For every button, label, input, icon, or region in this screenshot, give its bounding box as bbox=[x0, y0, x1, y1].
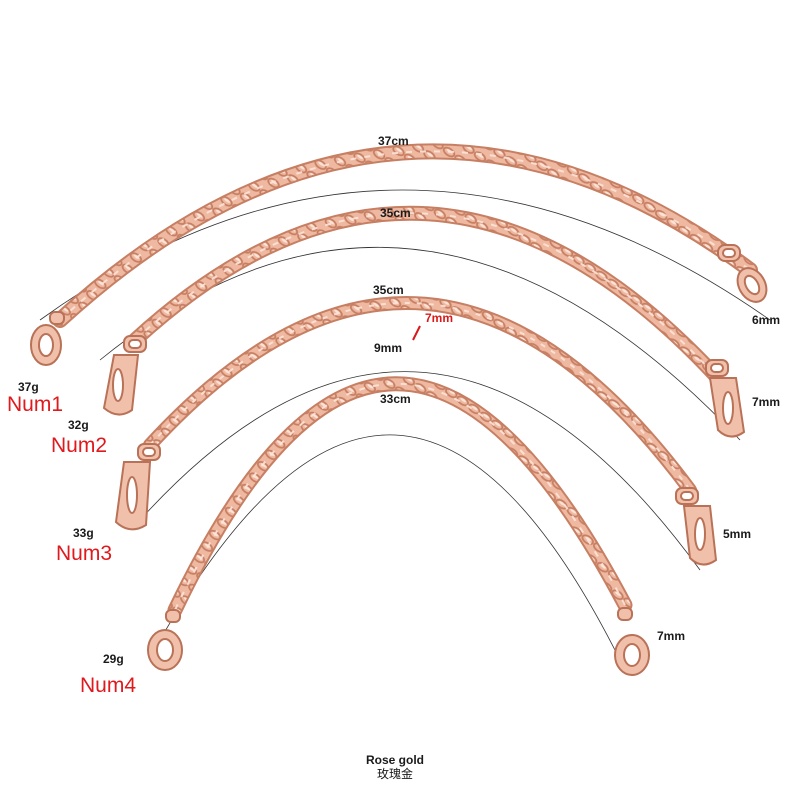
color-caption-cn: 玫瑰金 bbox=[376, 767, 413, 781]
color-caption: Rose gold 玫瑰金 bbox=[350, 753, 440, 781]
color-caption-en: Rose gold bbox=[365, 753, 424, 767]
lobster-clasp-icon bbox=[147, 609, 183, 671]
lobster-clasp-icon bbox=[717, 244, 768, 303]
top-length-label: 37cm bbox=[378, 134, 409, 148]
chain-2-name-label: Num2 bbox=[51, 434, 108, 457]
chain-3 bbox=[143, 295, 697, 497]
link-inner-width-label: 9mm bbox=[374, 341, 403, 355]
chain-1-weight-label: 37g bbox=[18, 380, 39, 394]
swivel-clasp-icon bbox=[675, 487, 718, 566]
lobster-clasp-icon bbox=[614, 607, 650, 676]
chain-2-width-label: 7mm bbox=[752, 395, 781, 409]
lobster-clasp-icon bbox=[30, 311, 65, 366]
link-width-marker bbox=[412, 325, 421, 341]
swivel-clasp-icon bbox=[102, 335, 147, 416]
chain-4-weight-label: 29g bbox=[103, 652, 124, 666]
link-outer-width-label: 7mm bbox=[425, 311, 454, 325]
chain-2 bbox=[127, 205, 723, 383]
chain-2-length-label: 35cm bbox=[373, 283, 404, 297]
chain-1-name-label: Num1 bbox=[7, 393, 64, 416]
swivel-clasp-icon bbox=[705, 359, 746, 438]
chain-1-length-label: 35cm bbox=[380, 206, 411, 220]
measurement-lines bbox=[39, 189, 771, 661]
chain-1-width-label: 6mm bbox=[752, 313, 781, 327]
swivel-clasp-icon bbox=[114, 443, 161, 531]
chain-3-weight-label: 33g bbox=[73, 526, 94, 540]
chain-2-weight-label: 32g bbox=[68, 418, 89, 432]
chain-3-length-label: 33cm bbox=[380, 392, 411, 406]
chain-4-width-label: 7mm bbox=[657, 629, 686, 643]
clasp-icons bbox=[30, 244, 768, 676]
chain-3-width-label: 5mm bbox=[723, 527, 752, 541]
chain-4-name-label: Num4 bbox=[80, 674, 137, 697]
chain-1 bbox=[52, 143, 758, 328]
chain-3-name-label: Num3 bbox=[56, 542, 113, 565]
chain-4 bbox=[167, 376, 633, 618]
